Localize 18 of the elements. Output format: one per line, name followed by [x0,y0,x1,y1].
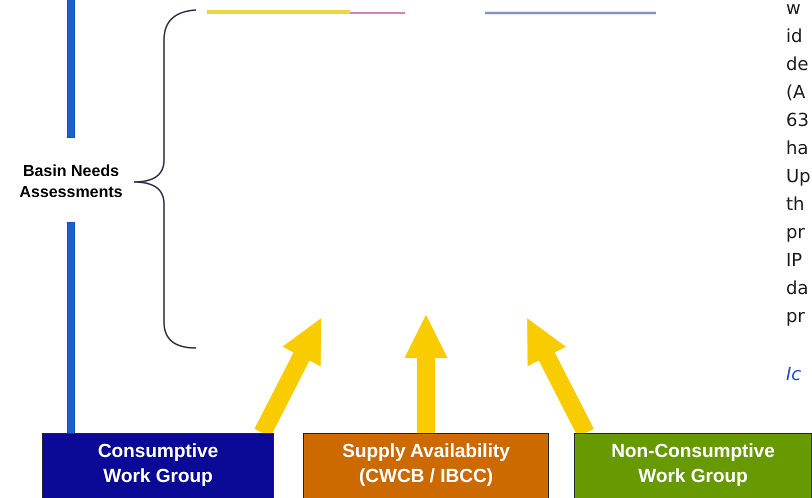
cropped-text: 63 [786,109,809,133]
group-box: Consumptive Work Group [42,433,274,498]
title-text: Basin Needs Assessments [0,145,142,220]
cropped-text: pr [786,221,805,245]
cropped-text: (A [786,81,806,105]
cropped-text: Ic [786,363,802,387]
cropped-text: ha [786,137,808,161]
group-box: Supply Availability (CWCB / IBCC) [303,433,549,498]
group-box: Non-Consumptive Work Group [574,433,812,498]
cropped-text: IP [786,249,802,273]
cropped-text: th [786,193,804,217]
block-arrow [404,314,448,433]
cropped-text: da [786,277,808,301]
cropped-text: id [786,25,802,49]
cropped-text: pr [786,305,805,329]
cropped-text: w [786,0,801,21]
cropped-text: Up [786,165,811,189]
cropped-text: de [786,53,808,77]
